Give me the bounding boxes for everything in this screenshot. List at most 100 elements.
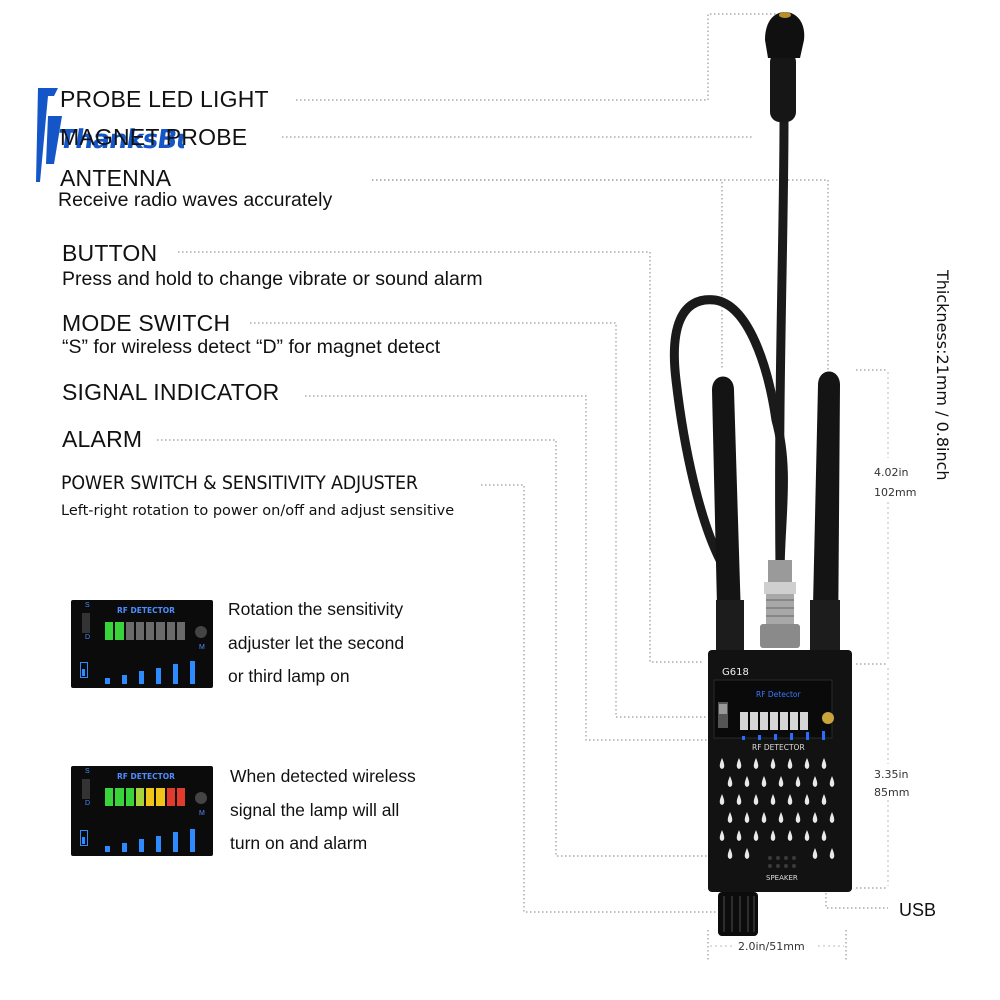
knob-dot xyxy=(195,792,207,804)
switch-d-label: D xyxy=(85,634,91,641)
caption-line: turn on and alarm xyxy=(230,833,368,853)
grille-hole xyxy=(736,830,742,841)
indicator-panel-alarm: RF DETECTOR S D M xyxy=(71,766,213,856)
led-segment xyxy=(166,788,175,806)
led-segment xyxy=(105,622,114,640)
grille-hole xyxy=(727,848,733,859)
grille-hole xyxy=(736,758,742,769)
body-length-mm: 85mm xyxy=(874,786,910,799)
probe-led-label: PROBE LED LIGHT xyxy=(60,86,269,112)
grille-hole xyxy=(778,776,784,787)
led-segment xyxy=(135,622,144,640)
panel-caption-alarm: When detected wireless signal the lamp w… xyxy=(230,760,416,861)
power-knob xyxy=(718,892,758,936)
mode-switch-slot xyxy=(82,779,90,799)
grille-hole xyxy=(761,776,767,787)
led-segment xyxy=(105,788,114,806)
grille-hole xyxy=(821,794,827,805)
body-length-in: 3.35in xyxy=(874,768,909,781)
grille-hole xyxy=(804,794,810,805)
grille-hole xyxy=(727,812,733,823)
grille-hole xyxy=(812,812,818,823)
caption-line: signal the lamp will all xyxy=(230,799,400,820)
grille-hole xyxy=(812,848,818,859)
grille-hole xyxy=(804,830,810,841)
signal-bar xyxy=(173,832,178,852)
grille-hole xyxy=(787,794,793,805)
probe-connector xyxy=(760,560,800,648)
led-segment xyxy=(115,622,124,640)
led-segment xyxy=(176,788,185,806)
signal-bars xyxy=(101,660,211,684)
grille-hole xyxy=(795,776,801,787)
panel-title: RF DETECTOR xyxy=(117,606,175,615)
grille-hole xyxy=(753,830,759,841)
caption-line: or third lamp on xyxy=(228,666,350,686)
caption-line: adjuster let the second xyxy=(228,632,405,653)
caption-line: Rotation the sensitivity xyxy=(228,599,404,619)
mode-switch-desc: “S” for wireless detect “D” for magnet d… xyxy=(62,336,441,358)
signal-bar xyxy=(105,678,110,684)
magnet-probe-label: MAGNET PROBE xyxy=(60,124,248,150)
grille-hole xyxy=(829,776,835,787)
led-strip xyxy=(105,788,185,806)
center-antenna xyxy=(775,113,789,575)
left-antenna xyxy=(712,376,744,652)
signal-bar xyxy=(139,839,144,852)
panel-caption-sensitivity: Rotation the sensitivity adjuster let th… xyxy=(228,593,404,694)
device-face-label: RF Detector xyxy=(756,690,801,699)
grille-hole xyxy=(719,830,725,841)
switch-d-label: D xyxy=(85,800,91,807)
grille-hole xyxy=(753,758,759,769)
device-model: G618 xyxy=(722,667,749,678)
grille-hole xyxy=(770,794,776,805)
indicator-panel-sensitivity: RF DETECTOR S D M xyxy=(71,600,213,688)
panel-title: RF DETECTOR xyxy=(117,772,175,781)
led-segment xyxy=(115,788,124,806)
led-segment xyxy=(125,622,134,640)
led-segment xyxy=(146,788,155,806)
grille-hole xyxy=(753,794,759,805)
grille-hole xyxy=(744,812,750,823)
svg-text:ThanksBuyer: ThanksBuyer xyxy=(56,125,184,155)
signal-bar xyxy=(139,671,144,684)
grille-hole xyxy=(787,758,793,769)
signal-bar xyxy=(190,661,195,684)
knob-dot xyxy=(195,626,207,638)
antenna-label: ANTENNA xyxy=(60,165,172,191)
caption-line: When detected wireless xyxy=(230,766,416,786)
grille-hole xyxy=(829,812,835,823)
device-panel-label: RF DETECTOR xyxy=(752,743,805,752)
grille-hole xyxy=(821,758,827,769)
grille-hole xyxy=(829,848,835,859)
led-segment xyxy=(166,622,175,640)
led-segment xyxy=(146,622,155,640)
signal-bar xyxy=(190,829,195,852)
signal-bar xyxy=(105,846,110,852)
signal-bar xyxy=(156,667,161,684)
signal-bar xyxy=(122,842,127,852)
signal-bar xyxy=(173,664,178,684)
button-desc: Press and hold to change vibrate or soun… xyxy=(62,268,483,290)
grille-hole xyxy=(719,794,725,805)
antenna-length-mm: 102mm xyxy=(874,486,917,499)
led-segment xyxy=(135,788,144,806)
usb-label: USB xyxy=(899,900,937,920)
right-antenna xyxy=(810,371,840,652)
signal-bar xyxy=(122,674,127,684)
signal-bars xyxy=(101,828,211,852)
signal-indicator-label: SIGNAL INDICATOR xyxy=(62,379,280,405)
battery-icon xyxy=(80,830,88,846)
alarm-label: ALARM xyxy=(62,426,143,452)
antenna-desc: Receive radio waves accurately xyxy=(58,189,333,211)
led-segment xyxy=(156,788,165,806)
mode-m-label: M xyxy=(199,810,205,817)
mode-switch-label: MODE SWITCH xyxy=(62,310,231,336)
led-segment xyxy=(176,622,185,640)
grille-hole xyxy=(770,758,776,769)
led-segment xyxy=(156,622,165,640)
grille-hole xyxy=(770,830,776,841)
mode-m-label: M xyxy=(199,644,205,651)
grille-hole xyxy=(795,812,801,823)
